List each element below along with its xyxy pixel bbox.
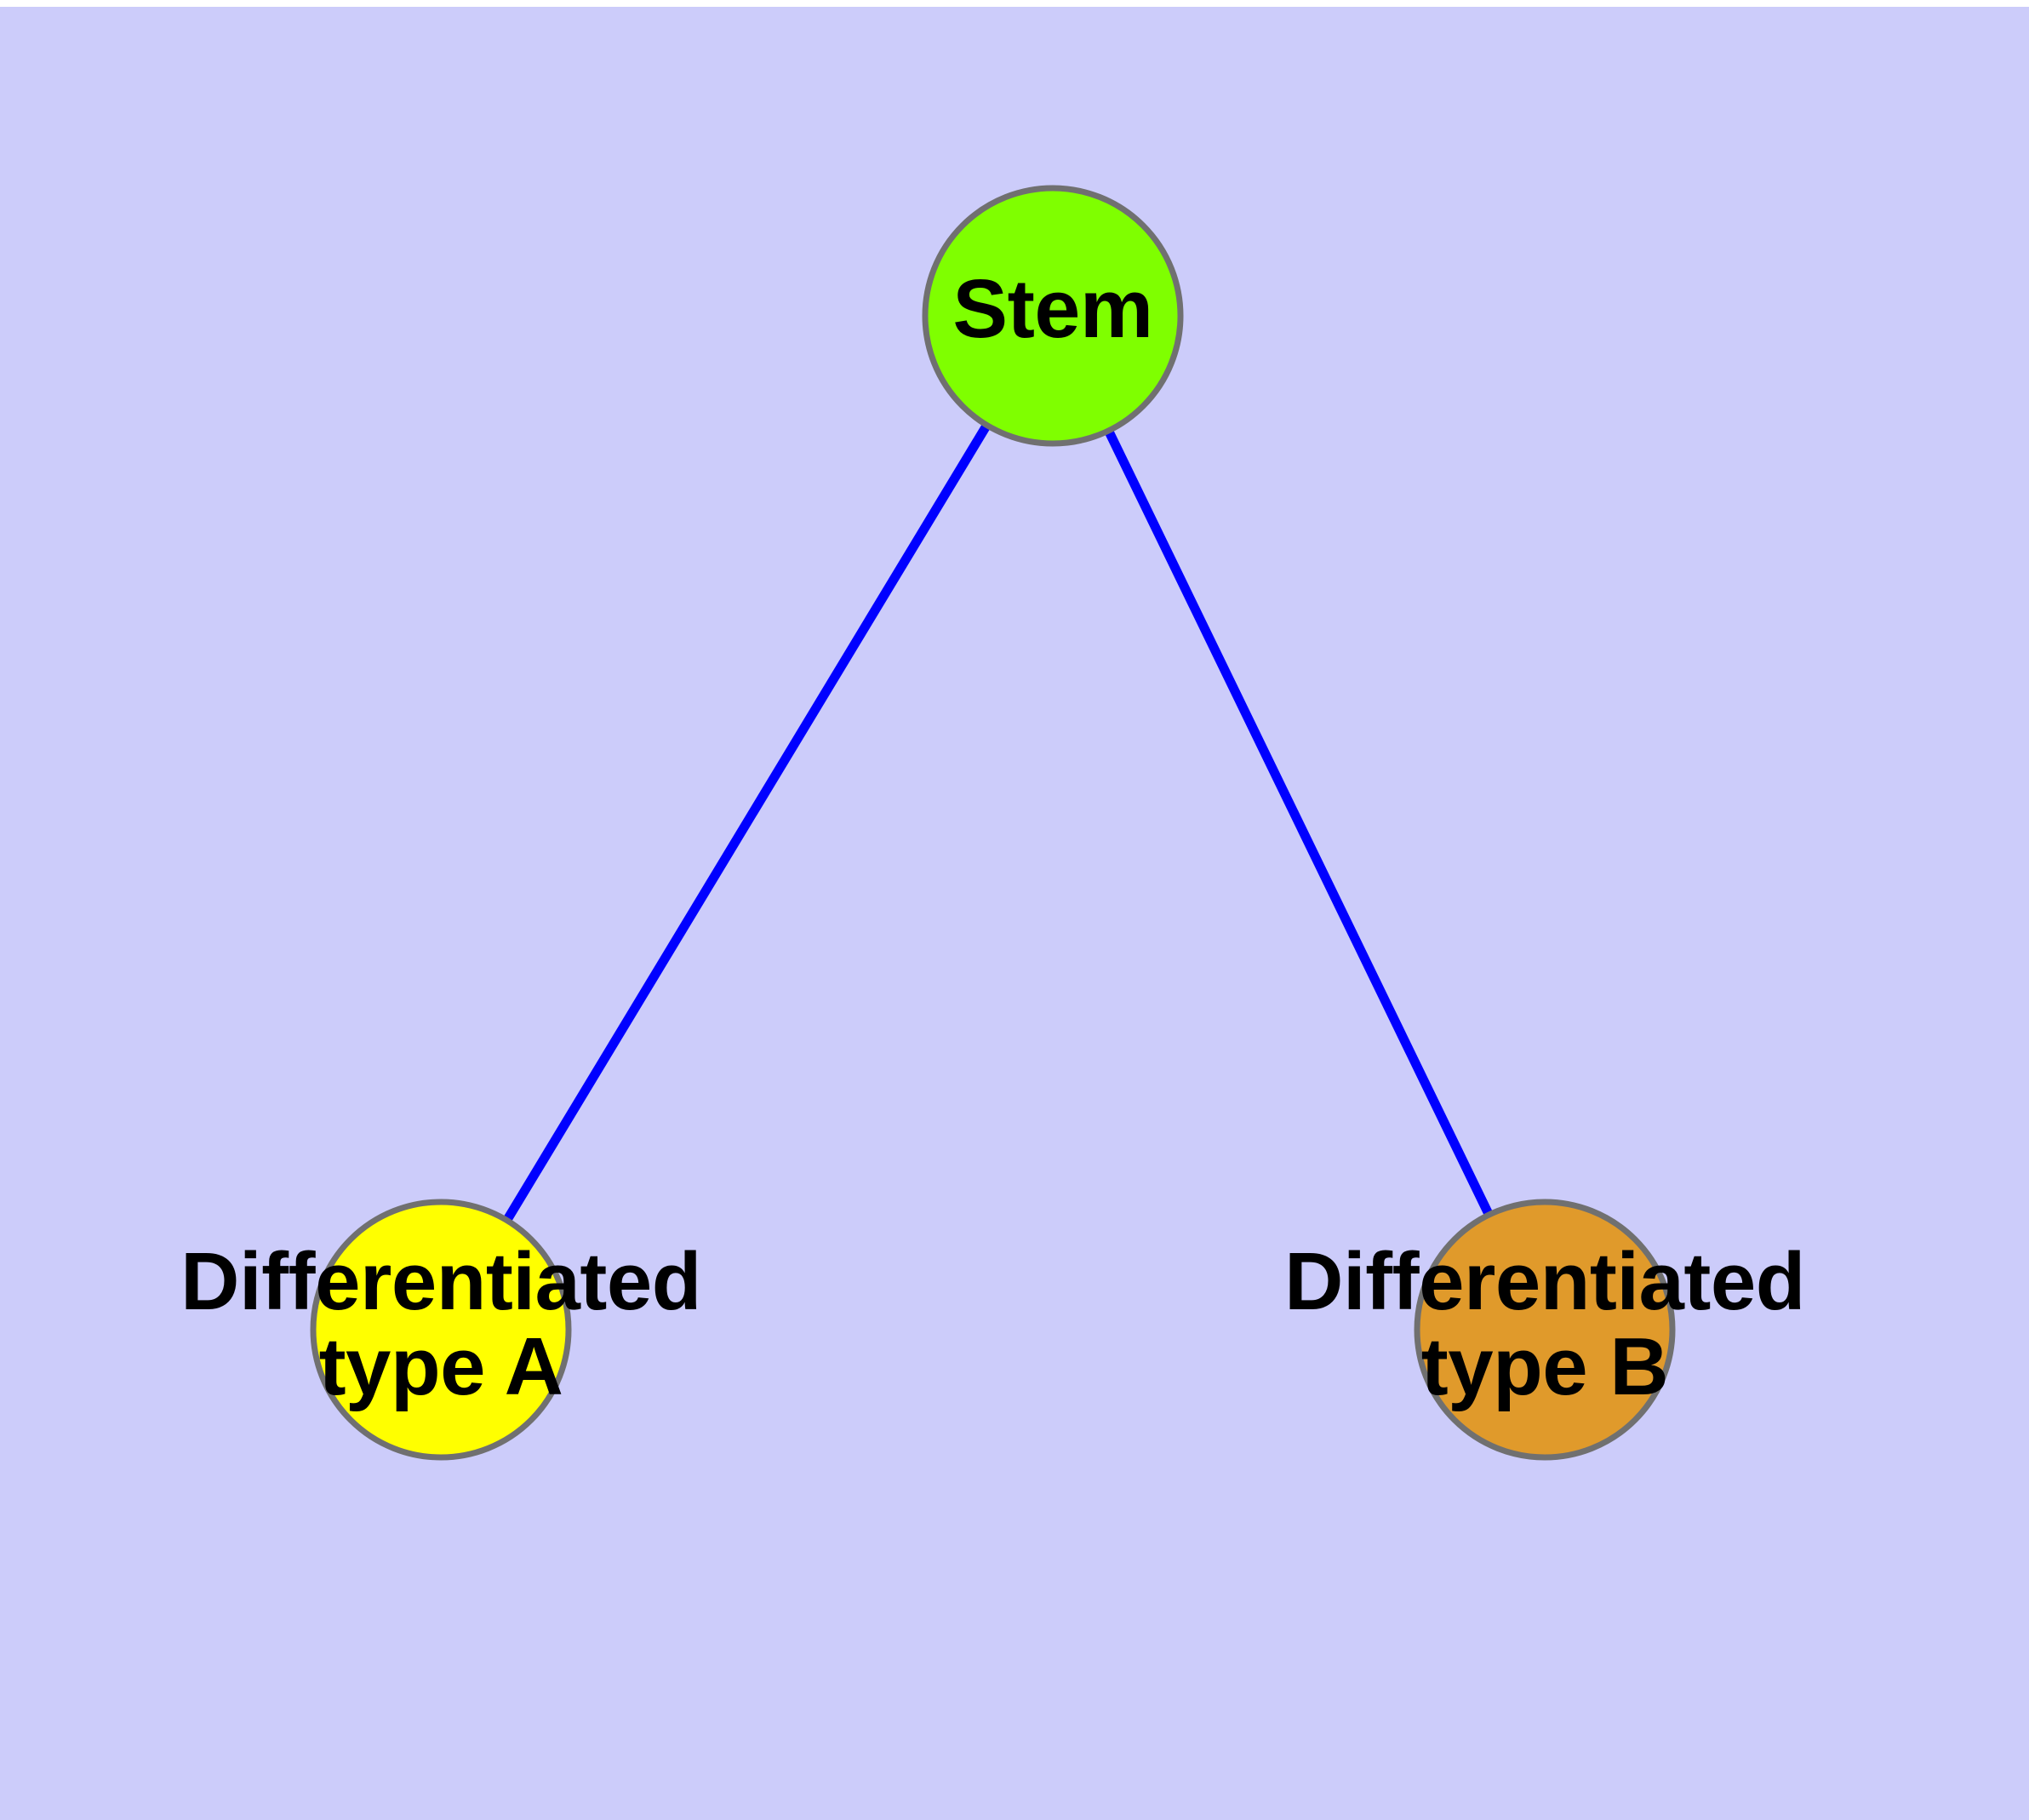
edge-stem-to-diff-b	[1104, 428, 1494, 1217]
node-circle-stem[interactable]	[922, 185, 1184, 447]
node-layer	[310, 185, 1676, 1461]
node-circle-diff-b[interactable]	[1414, 1199, 1676, 1461]
edge-layer	[502, 422, 1494, 1223]
node-circle-diff-a[interactable]	[310, 1199, 572, 1461]
edge-stem-to-diff-a	[502, 422, 992, 1223]
